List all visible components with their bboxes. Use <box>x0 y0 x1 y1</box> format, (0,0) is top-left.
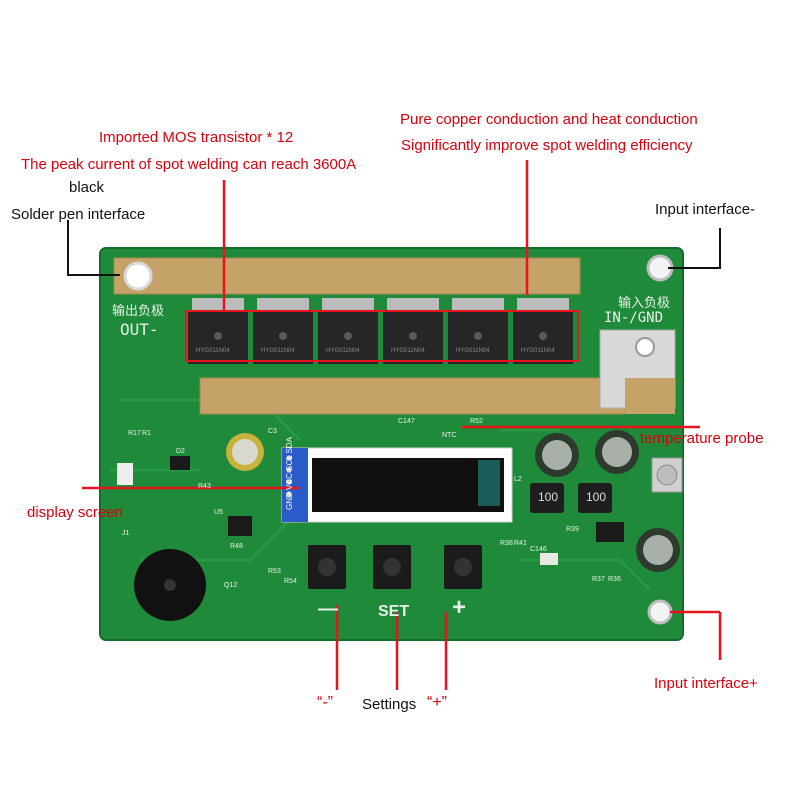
button-minus-part <box>308 545 346 589</box>
silk-ref: R52 <box>470 418 483 425</box>
oled-glass <box>312 458 504 512</box>
silk-ref: L2 <box>514 476 522 483</box>
silk-ref: U5 <box>214 509 223 516</box>
silk-ref: R41 <box>514 540 527 547</box>
input-plus-hole <box>647 599 673 625</box>
copper-conduction-label: Pure copper conduction and heat conducti… <box>400 111 698 128</box>
silk-ref: R43 <box>198 483 211 490</box>
silk-ref: R37 <box>592 576 605 583</box>
mos-transistor-row <box>188 298 573 364</box>
efficiency-label: Significantly improve spot welding effic… <box>401 137 693 154</box>
in-cn-silk: 输入负极 <box>618 295 671 310</box>
peak-current-label: The peak current of spot welding can rea… <box>21 156 357 173</box>
settings-button-label: Settings <box>362 696 417 713</box>
minus-button-label: “-” <box>317 694 333 711</box>
temperature-probe-label: temperature probe <box>640 430 764 447</box>
display-screen-label: display screen <box>27 504 123 521</box>
bottom-copper-bar <box>199 377 626 415</box>
inductor-label: 100 <box>586 490 607 504</box>
mos-part-label: HYG011N04 <box>326 348 360 354</box>
button-minus-silk: — <box>318 598 338 620</box>
silk-ref: R48 <box>230 543 243 550</box>
in-en-silk: IN-/GND <box>604 310 664 326</box>
input-plus-label: Input interface+ <box>654 675 758 692</box>
out-minus-hole <box>123 261 153 291</box>
ic-chip <box>596 522 624 542</box>
input-minus-label: Input interface- <box>655 201 756 218</box>
mos-part-label: HYG011N04 <box>196 348 230 354</box>
silk-ref: D2 <box>176 448 185 455</box>
top-copper-bar <box>113 257 581 295</box>
button-plus-silk: + <box>452 594 467 621</box>
in-minus-hole <box>635 337 655 357</box>
silk-ref: R38 <box>500 540 513 547</box>
mos-highlight-box <box>185 310 579 362</box>
mos-part-label: HYG011N04 <box>521 348 555 354</box>
black-label: black <box>69 179 105 196</box>
inductor-label: 100 <box>538 490 559 504</box>
inductors <box>530 483 612 513</box>
silk-ref: R39 <box>566 526 579 533</box>
silk-ref: R1 <box>142 430 151 437</box>
silk-ref: C147 <box>398 418 415 425</box>
out-en-silk: OUT- <box>120 320 159 339</box>
mos-part-label: HYG011N04 <box>456 348 490 354</box>
capacitors <box>226 430 680 572</box>
silk-ref: Q12 <box>224 582 238 589</box>
mos-part-label: HYG011N04 <box>261 348 295 354</box>
mos-part-label: HYG011N04 <box>391 348 425 354</box>
silk-ref: R54 <box>284 578 297 585</box>
button-set-part <box>373 545 411 589</box>
silk-ref: R17 <box>128 430 141 437</box>
plus-button-label: “+” <box>427 694 447 711</box>
silk-ref: NTC <box>442 432 457 439</box>
out-cn-silk: 输出负极 <box>112 303 165 318</box>
button-plus-part <box>444 545 482 589</box>
solder-pen-label: Solder pen interface <box>11 206 146 223</box>
silk-ref: R53 <box>268 568 281 575</box>
silk-ref: C146 <box>530 546 547 553</box>
oled-pin-labels: GND VCC SCL SDA <box>285 436 294 510</box>
silk-ref: R36 <box>608 576 621 583</box>
mos-transistor-label: Imported MOS transistor * 12 <box>99 129 294 146</box>
button-set-silk: SET <box>378 603 410 620</box>
silk-ref: J1 <box>122 530 130 537</box>
silk-ref: C3 <box>268 428 277 435</box>
